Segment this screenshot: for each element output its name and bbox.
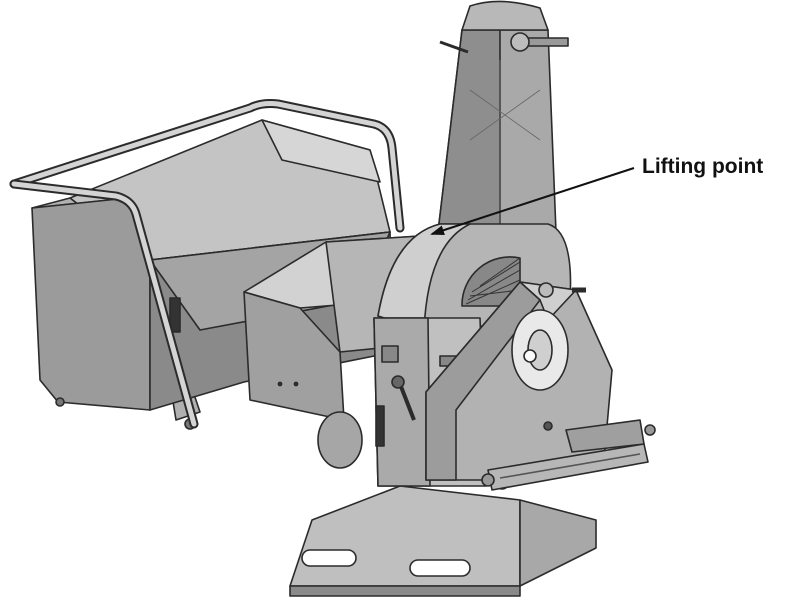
discharge-chute bbox=[437, 0, 569, 233]
fan-grille bbox=[461, 256, 521, 307]
hopper-handle-rail bbox=[9, 99, 405, 429]
three-point-hitch-bar bbox=[481, 419, 656, 491]
rear-roller bbox=[317, 411, 363, 469]
callout-leader-line bbox=[430, 167, 635, 236]
lifting-point-label: Lifting point bbox=[642, 155, 764, 178]
base-plate bbox=[289, 485, 597, 597]
